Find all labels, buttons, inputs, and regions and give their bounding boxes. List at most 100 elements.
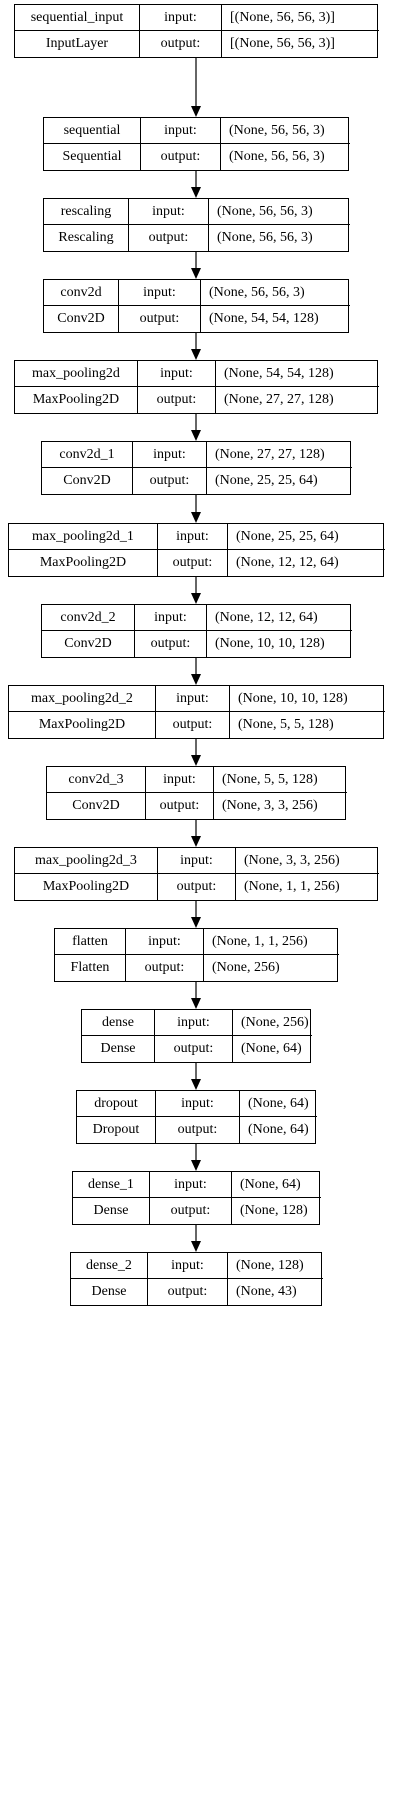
output-label: output:: [145, 793, 213, 819]
arrow-head-icon: [191, 268, 201, 279]
input-shape: (None, 128): [227, 1253, 323, 1279]
arrow-head-icon: [191, 593, 201, 604]
layer-name: dense: [82, 1010, 154, 1036]
input-shape: (None, 27, 27, 128): [206, 442, 352, 468]
layer-name: max_pooling2d_3: [15, 848, 157, 874]
input-shape: (None, 56, 56, 3): [200, 280, 350, 306]
input-shape: (None, 64): [231, 1172, 321, 1198]
layer-type: Conv2D: [64, 636, 112, 651]
layer-name: flatten: [55, 929, 125, 955]
input-shape: [(None, 56, 56, 3)]: [221, 5, 379, 31]
layer-name: sequential: [44, 118, 140, 144]
output-shape: (None, 56, 56, 3): [208, 225, 350, 251]
output-shape: (None, 5, 5, 128): [229, 712, 385, 738]
input-label: input:: [145, 767, 213, 793]
input-label: input:: [147, 1253, 227, 1279]
layer-type: MaxPooling2D: [39, 555, 127, 570]
output-label: output:: [157, 550, 227, 576]
input-shape: (None, 64): [239, 1091, 317, 1117]
input-label: input:: [139, 5, 221, 31]
arrow-head-icon: [191, 998, 201, 1009]
output-shape: (None, 27, 27, 128): [215, 387, 379, 413]
arrow-head-icon: [191, 512, 201, 523]
output-label: output:: [155, 1117, 239, 1143]
arrow-head-icon: [191, 430, 201, 441]
input-shape: (None, 5, 5, 128): [213, 767, 347, 793]
layer-name: dense_1: [73, 1172, 149, 1198]
input-label: input:: [125, 929, 203, 955]
arrow-head-icon: [191, 187, 201, 198]
arrow-head-icon: [191, 106, 201, 117]
input-shape: (None, 56, 56, 3): [220, 118, 350, 144]
output-shape: (None, 64): [232, 1036, 312, 1062]
layer-name: dense_2: [71, 1253, 147, 1279]
layer-name: conv2d_1: [42, 442, 132, 468]
output-shape: (None, 54, 54, 128): [200, 306, 350, 332]
output-label: output:: [157, 874, 235, 900]
input-shape: (None, 256): [232, 1010, 312, 1036]
layer-type: Dense: [100, 1041, 136, 1056]
output-shape: (None, 128): [231, 1198, 321, 1224]
input-shape: (None, 10, 10, 128): [229, 686, 385, 712]
output-shape: (None, 43): [227, 1279, 323, 1305]
output-shape: (None, 10, 10, 128): [206, 631, 352, 657]
input-label: input:: [140, 118, 220, 144]
output-label: output:: [139, 31, 221, 57]
layer-type: Conv2D: [63, 473, 111, 488]
input-label: input:: [155, 686, 229, 712]
input-shape: (None, 54, 54, 128): [215, 361, 379, 387]
input-shape: (None, 1, 1, 256): [203, 929, 339, 955]
layer-type: Conv2D: [72, 798, 120, 813]
input-label: input:: [132, 442, 206, 468]
layer-name: conv2d_3: [47, 767, 145, 793]
input-label: input:: [149, 1172, 231, 1198]
output-shape: (None, 256): [203, 955, 339, 981]
arrow-head-icon: [191, 836, 201, 847]
layer-type: MaxPooling2D: [42, 879, 130, 894]
layer-name: max_pooling2d: [15, 361, 137, 387]
arrow-head-icon: [191, 917, 201, 928]
output-shape: (None, 1, 1, 256): [235, 874, 379, 900]
layer-name: conv2d: [44, 280, 118, 306]
output-label: output:: [132, 468, 206, 494]
output-label: output:: [155, 712, 229, 738]
layer-name: max_pooling2d_1: [9, 524, 157, 550]
layer-type: MaxPooling2D: [38, 717, 126, 732]
layer-type: InputLayer: [45, 36, 109, 51]
input-shape: (None, 56, 56, 3): [208, 199, 350, 225]
layer-type: Dense: [93, 1203, 129, 1218]
output-label: output:: [137, 387, 215, 413]
output-shape: (None, 12, 12, 64): [227, 550, 385, 576]
input-label: input:: [134, 605, 206, 631]
output-shape: (None, 3, 3, 256): [213, 793, 347, 819]
layer-name: max_pooling2d_2: [9, 686, 155, 712]
arrow-head-icon: [191, 1160, 201, 1171]
layer-type: Rescaling: [58, 230, 114, 245]
arrow-head-icon: [191, 674, 201, 685]
layer-type: Sequential: [62, 149, 122, 164]
layer-type: Flatten: [70, 960, 110, 975]
layer-type: Conv2D: [57, 311, 105, 326]
input-shape: (None, 3, 3, 256): [235, 848, 379, 874]
input-label: input:: [137, 361, 215, 387]
layer-type: MaxPooling2D: [32, 392, 120, 407]
input-label: input:: [118, 280, 200, 306]
input-shape: (None, 12, 12, 64): [206, 605, 352, 631]
output-label: output:: [147, 1279, 227, 1305]
layer-name: rescaling: [44, 199, 128, 225]
layer-name: sequential_input: [15, 5, 139, 31]
input-label: input:: [157, 524, 227, 550]
